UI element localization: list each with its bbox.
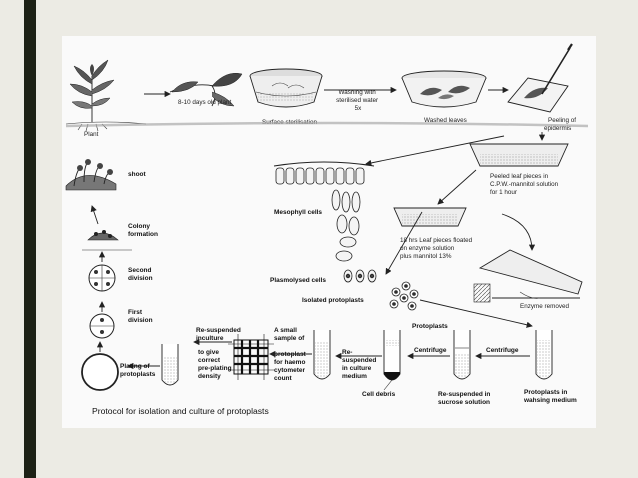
culture-tube-icon xyxy=(313,330,331,380)
label-plating: Plating of protoplasts xyxy=(120,363,156,378)
debris-tube-icon xyxy=(383,330,401,381)
first-division-icon xyxy=(89,313,115,339)
washed-leaves-dish-icon xyxy=(401,70,487,108)
peeled-leaf-dish-icon xyxy=(469,143,569,167)
label-second-division: Second division xyxy=(128,267,153,282)
enzyme-removed-icon xyxy=(473,249,583,303)
label-peeling: Peeling of epidermis xyxy=(544,117,578,132)
colony-icon xyxy=(87,230,119,241)
haemocytometer-grid-icon xyxy=(228,334,274,380)
plasmolysed-cells-icon xyxy=(343,269,377,283)
label-isolated: Isolated protoplasts xyxy=(302,297,364,304)
plant-icon xyxy=(65,59,147,132)
enzyme-dish-icon xyxy=(393,207,467,227)
label-washed-leaves: Washed leaves xyxy=(424,117,467,124)
label-washing-water: Washing with sterilised water 5x xyxy=(336,89,380,112)
protocol-diagram: Plant 8-10 days old plant Surface steril… xyxy=(62,36,596,428)
washing-tube-icon xyxy=(535,330,553,380)
plating-dish-icon xyxy=(81,353,119,391)
label-cell-debris: Cell debris xyxy=(362,391,396,398)
label-enzyme-removed: Enzyme removed xyxy=(520,303,569,310)
second-division-icon xyxy=(88,264,116,292)
label-colony: Colony formation xyxy=(128,223,158,238)
label-shoot: shoot xyxy=(128,171,147,178)
sterilisation-dish-icon xyxy=(249,68,323,108)
label-centrifuge-2: Centrifuge xyxy=(414,347,447,354)
shoot-icon xyxy=(65,159,117,191)
sucrose-tube-icon xyxy=(453,330,471,380)
label-plant: Plant xyxy=(84,131,99,138)
label-correct-density: to give correct pre-plating density xyxy=(198,349,233,380)
left-accent-bar xyxy=(24,0,36,478)
young-plant-icon xyxy=(169,73,243,107)
label-resusp-inculture: Re-suspended inculture xyxy=(196,327,243,342)
label-haemo: protoplast for haemo cytometer count xyxy=(274,351,308,382)
mesophyll-cells-icon xyxy=(273,161,375,262)
label-days-old-plant: 8-10 days old plant xyxy=(178,99,231,106)
label-plasmolysed: Plasmolysed cells xyxy=(270,277,326,284)
label-protoplasts-washing: Protoplasts in wahsing medium xyxy=(523,389,577,404)
label-resusp-sucrose: Re-suspended in sucrose solution xyxy=(438,391,492,406)
peeling-icon xyxy=(507,43,573,113)
label-mesophyll: Mesophyll cells xyxy=(274,209,322,216)
label-protoplasts: Protoplasts xyxy=(412,323,448,330)
label-resusp-culture: Re- suspended in culture medium xyxy=(342,349,378,380)
isolated-protoplasts-icon xyxy=(389,281,419,311)
caption: Protocol for isolation and culture of pr… xyxy=(92,406,269,416)
label-small-sample: A small sample of xyxy=(274,327,305,342)
label-peeled-leaf: Peeled leaf pieces in C.P.W.-mannitol so… xyxy=(490,173,560,196)
label-centrifuge-1: Centrifuge xyxy=(486,347,519,354)
label-floated: 18 hrs Leaf pieces floated on enzyme sol… xyxy=(400,237,474,260)
label-first-division: First division xyxy=(128,309,153,324)
inculture-tube-icon xyxy=(161,344,179,386)
